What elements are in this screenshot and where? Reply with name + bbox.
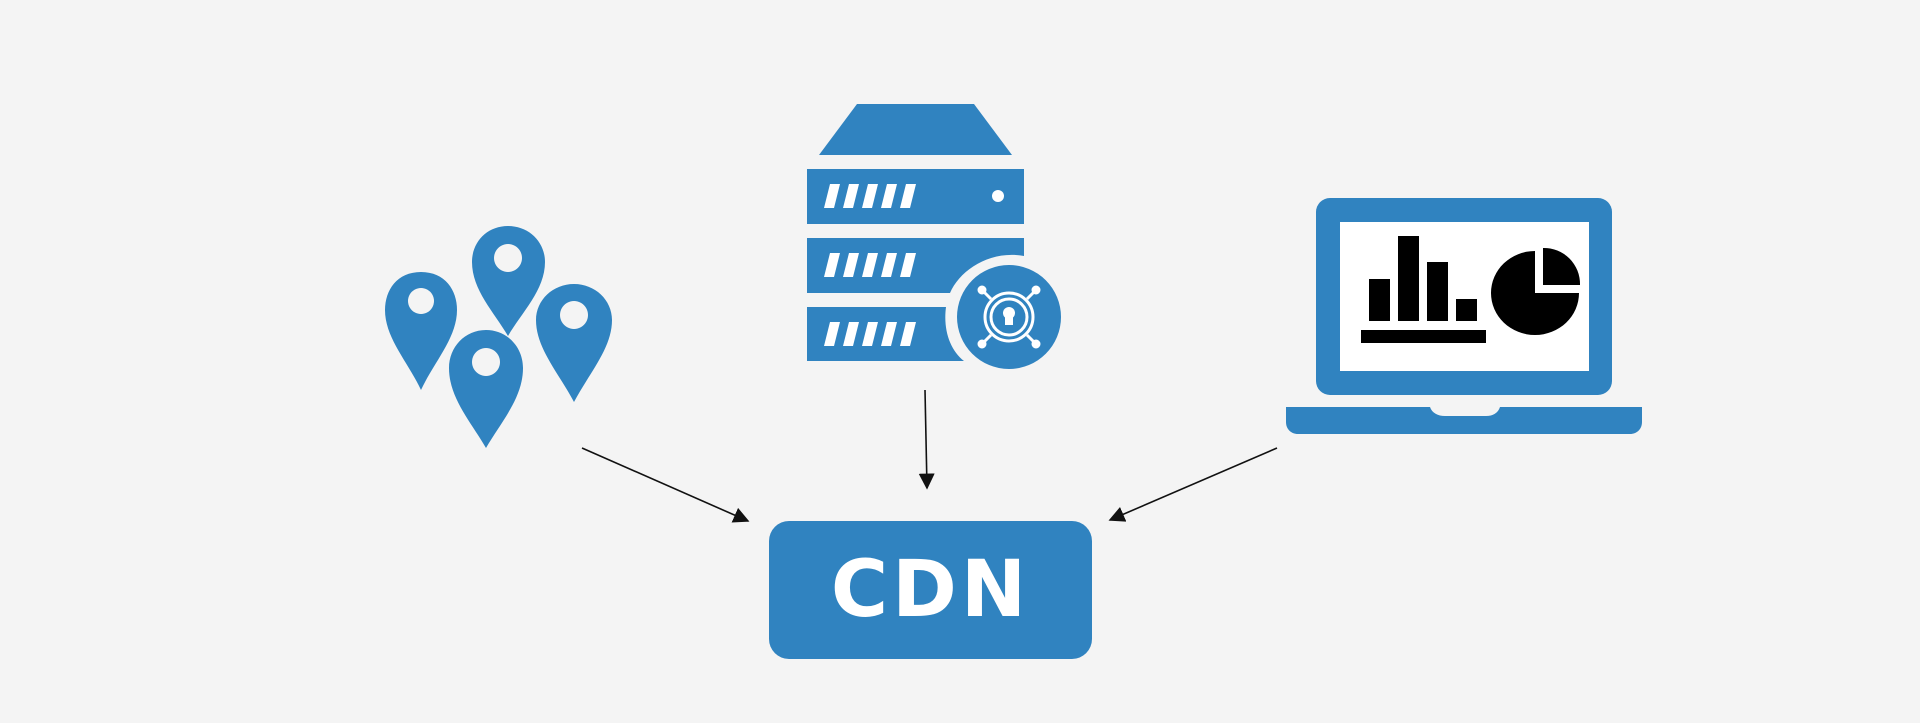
map-pin-icon — [385, 272, 457, 390]
server-stack-icon — [807, 104, 1061, 369]
map-pin-icon — [449, 330, 523, 448]
security-lock-badge-icon — [957, 265, 1061, 369]
laptop-base — [1286, 407, 1642, 434]
map-pins-icon — [385, 226, 612, 448]
server-unit-2 — [807, 238, 1024, 293]
cdn-label: CDN — [830, 545, 1031, 635]
cdn-node: CDN — [769, 521, 1092, 659]
server-unit-3 — [807, 307, 964, 361]
server-top-cap — [819, 104, 1012, 155]
arrows — [581, 389, 1278, 523]
laptop-analytics-icon — [1286, 198, 1642, 434]
map-pin-icon — [536, 284, 612, 402]
server-unit-1 — [807, 169, 1024, 224]
arrow-locations-to-cdn — [581, 447, 750, 523]
map-pin-icon — [472, 226, 545, 336]
bar-chart-icon — [1361, 236, 1486, 343]
pie-chart-icon — [1491, 247, 1581, 335]
arrow-analytics-to-cdn — [1108, 447, 1278, 522]
arrow-server-to-cdn — [918, 389, 935, 490]
